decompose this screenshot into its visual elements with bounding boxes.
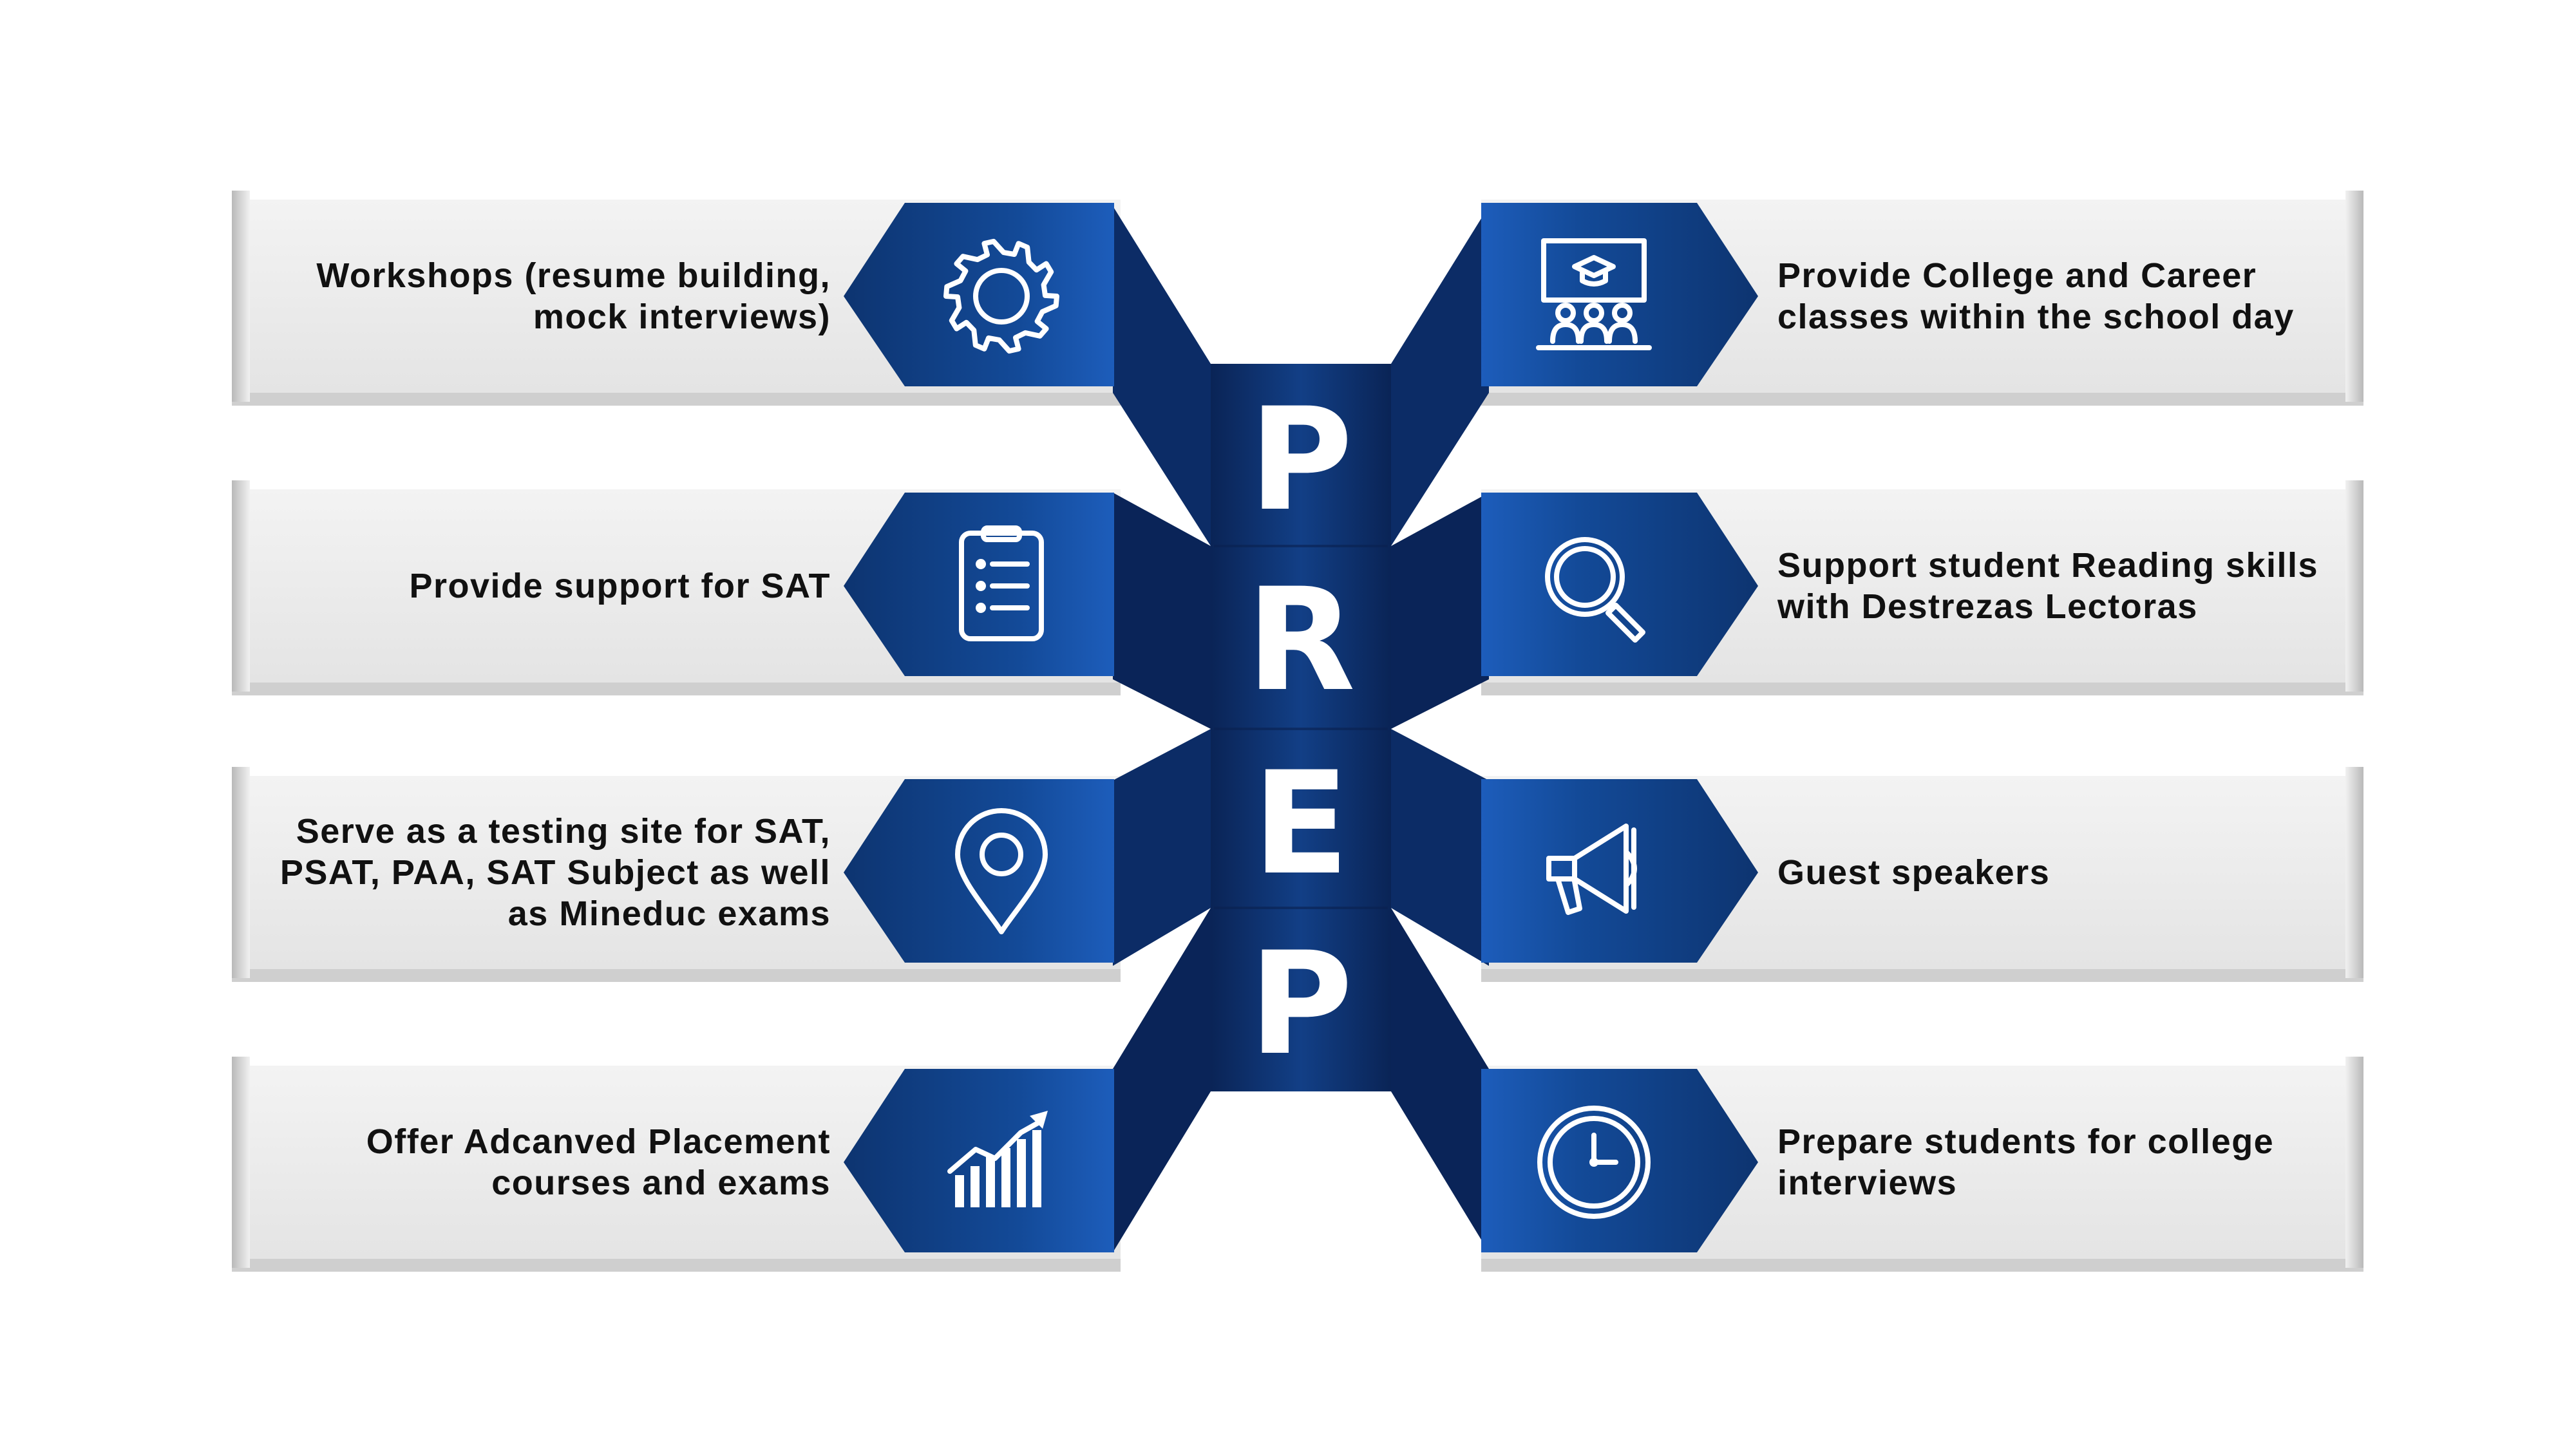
hex-badge-right	[1481, 1069, 1758, 1252]
connector-ribbon-left	[1113, 206, 1211, 546]
checklist-icon	[959, 525, 1044, 641]
item-left-3-text: Serve as a testing site for SAT, PSAT, P…	[279, 812, 831, 933]
hex-badge-right	[1481, 779, 1758, 963]
item-right-2-text: Support student Reading skills with Dest…	[1777, 546, 2319, 626]
prep-letter-1: P	[1249, 377, 1352, 542]
bar-end-cap-left	[232, 1057, 250, 1268]
hex-badge-left	[844, 203, 1114, 386]
connector-ribbon-right	[1391, 908, 1489, 1252]
connector-ribbon-left	[1113, 908, 1211, 1252]
bar-end-cap-right	[2345, 480, 2363, 692]
item-left-4-text: Offer Adcanved Placement courses and exa…	[366, 1122, 831, 1202]
classroom-icon	[1536, 238, 1652, 350]
bar-end-cap-right	[2345, 1057, 2363, 1268]
hex-badge-left	[844, 779, 1114, 963]
prep-letter-4: P	[1249, 921, 1352, 1086]
connector-ribbon-right	[1391, 206, 1489, 546]
bar-end-cap-right	[2345, 767, 2363, 978]
connector-ribbon-left	[1113, 493, 1211, 729]
connector-ribbon-right	[1391, 493, 1489, 729]
megaphone-icon	[1546, 824, 1637, 915]
item-right-1-text: Provide College and Career classes withi…	[1777, 256, 2295, 336]
gear-icon	[943, 238, 1059, 354]
clock-icon	[1537, 1106, 1651, 1219]
location-pin-icon	[955, 808, 1048, 934]
bar-end-cap-right	[2345, 191, 2363, 402]
growth-chart-icon	[947, 1111, 1048, 1207]
connector-ribbon-right	[1391, 729, 1489, 966]
connector-ribbon-left	[1113, 729, 1211, 966]
item-right-3-text: Guest speakers	[1777, 853, 2050, 892]
prep-letter-3: E	[1253, 741, 1349, 906]
bar-end-cap-left	[232, 767, 250, 978]
magnifier-icon	[1545, 537, 1645, 643]
item-left-1-text: Workshops (resume building, mock intervi…	[316, 256, 831, 336]
bar-end-cap-left	[232, 480, 250, 692]
prep-letter-2: R	[1246, 558, 1355, 722]
item-left-2-text: Provide support for SAT	[409, 567, 831, 605]
bar-end-cap-left	[232, 191, 250, 402]
item-right-4-text: Prepare students for college interviews	[1777, 1122, 2275, 1202]
